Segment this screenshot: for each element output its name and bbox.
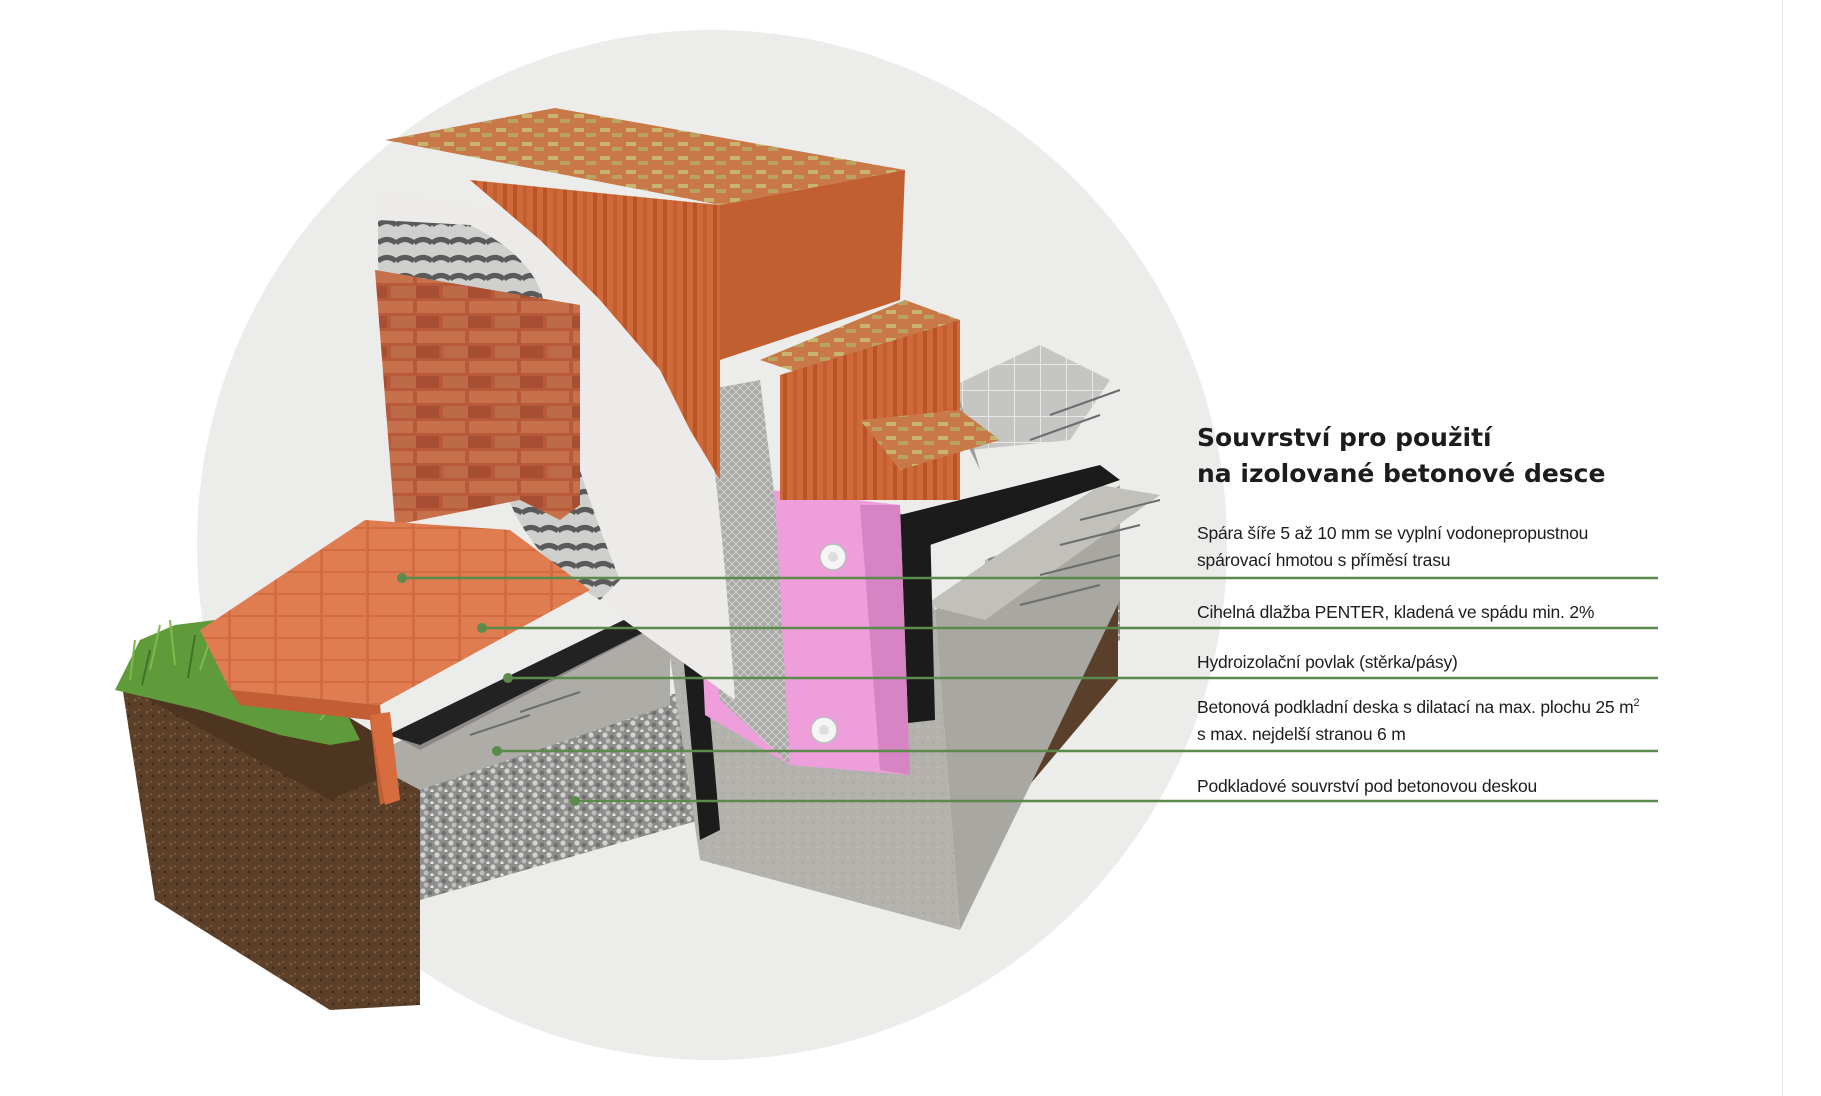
callout-clay-tiles-line-1: Cihelná dlažba PENTER, kladená ve spádu … [1197, 602, 1595, 622]
clay-block-wall-top [385, 108, 905, 205]
callout-clay-tiles: Cihelná dlažba PENTER, kladená ve spádu … [1197, 599, 1667, 626]
callout-concrete-slab: Betonová podkladní deska s dilatací na m… [1197, 694, 1667, 748]
rebar-stubs [469, 389, 1161, 736]
clay-block-lower-top [760, 300, 960, 380]
callout-waterproofing-line-1: Hydroizolační povlak (stěrka/pásy) [1197, 652, 1458, 672]
thermal-insulation-edge [860, 505, 910, 775]
callout-subbase: Podkladové souvrství pod betonovou desko… [1197, 773, 1667, 800]
leader-dot-tiles [477, 623, 487, 633]
gravel-subbase-left [372, 690, 700, 900]
callout-concrete-slab-line-2: s max. nejdelší stranou 6 m [1197, 724, 1406, 744]
floor-slab-mesh [955, 345, 1110, 450]
callout-concrete-slab-line-1: Betonová podkladní deska s dilatací na m… [1197, 694, 1667, 721]
leader-dot-joint [397, 573, 407, 583]
leader-dot-slab [492, 746, 502, 756]
leader-dots [397, 573, 580, 806]
concrete-slab-right [925, 485, 1160, 620]
insulation-anchor-top [819, 543, 847, 571]
clay-block-step-top [860, 410, 1000, 470]
callout-joint-fill-line-1: Spára šíře 5 až 10 mm se vyplní vodonepr… [1197, 523, 1589, 543]
superscript-2: 2 [1633, 697, 1640, 709]
clay-block-wall-side [720, 170, 905, 360]
diagram-title: Souvrství pro použití na izolované beton… [1197, 420, 1717, 492]
insulation-anchor-bottom [810, 716, 838, 744]
callout-waterproofing: Hydroizolační povlak (stěrka/pásy) [1197, 649, 1667, 676]
diagram-title-line-1: Souvrství pro použití [1197, 423, 1492, 452]
callout-concrete-slab-line-1-text: Betonová podkladní deska s dilatací na m… [1197, 697, 1634, 717]
clay-tile-drip-edge [370, 712, 400, 805]
callout-subbase-line-1: Podkladové souvrství pod betonovou desko… [1197, 776, 1538, 796]
leader-lines [402, 576, 1658, 803]
facing-brick-slip-wall [375, 270, 580, 525]
callout-joint-fill: Spára šíře 5 až 10 mm se vyplní vodonepr… [1197, 520, 1667, 574]
leader-dot-subbase [570, 796, 580, 806]
clay-tile-paving-edge [230, 690, 390, 805]
waterproofing-membrane-right [880, 465, 1120, 545]
clay-tile-paving [200, 520, 590, 705]
leader-dot-waterproofing [503, 673, 513, 683]
callout-joint-fill-line-2: spárovací hmotou s příměsí trasu [1197, 550, 1451, 570]
diagram-title-line-2: na izolované betonové desce [1197, 459, 1606, 488]
clay-block-wall-front [470, 180, 720, 480]
page-edge-rule [1782, 0, 1783, 1096]
